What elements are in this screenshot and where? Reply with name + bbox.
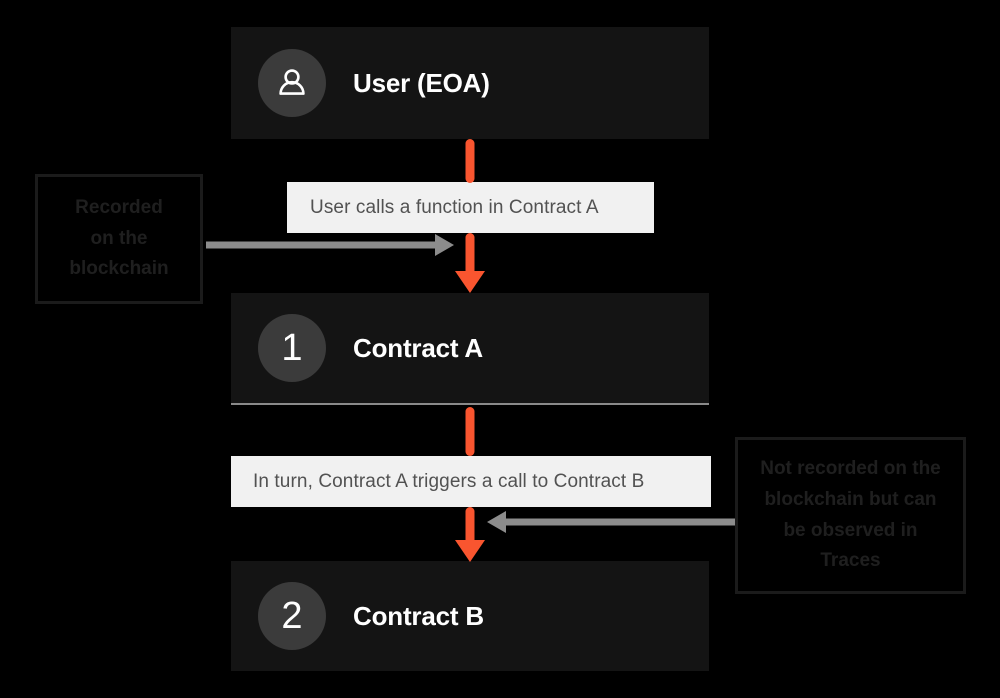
arrow-stem [465, 407, 475, 456]
node-contract-a[interactable]: 1 Contract A [231, 293, 709, 405]
annotation-line: be observed in [783, 519, 918, 541]
arrow-message-2-to-contract-b [455, 507, 485, 562]
node-user-label: User (EOA) [353, 67, 490, 98]
node-contract-b-label: Contract B [353, 600, 484, 631]
node-contract-a-label: Contract A [353, 332, 483, 363]
annotation-not-recorded-observed-in-traces: Not recorded on the blockchain but can b… [735, 437, 966, 594]
annotation-line: Traces [820, 550, 881, 572]
arrow-stem [465, 233, 475, 275]
message-label-user-calls-contract-a: User calls a function in Contract A [287, 182, 654, 233]
annotation-line: Not recorded on the [760, 457, 941, 479]
node-user-eoa[interactable]: User (EOA) [231, 27, 709, 139]
arrow-head-right-icon [435, 234, 454, 256]
step-number-2: 2 [281, 595, 303, 637]
person-icon [258, 49, 326, 117]
node-contract-b[interactable]: 2 Contract B [231, 561, 709, 671]
annotation-line: blockchain but can [764, 488, 937, 510]
annotation-recorded-on-blockchain: Recorded on the blockchain [35, 174, 203, 304]
arrow-stem [465, 139, 475, 183]
step-number-badge-1: 1 [258, 314, 326, 382]
arrow-user-to-message-1 [455, 139, 485, 183]
arrow-stem [206, 241, 436, 249]
step-number-1: 1 [281, 327, 303, 369]
arrow-annotation-left-pointer [206, 234, 454, 256]
annotation-line: blockchain [69, 258, 169, 280]
annotation-line: on the [90, 227, 148, 249]
arrow-stem [465, 507, 475, 545]
message-label-contract-a-calls-contract-b: In turn, Contract A triggers a call to C… [231, 456, 711, 507]
arrow-head-down-icon [455, 540, 485, 562]
arrow-message-1-to-contract-a [455, 233, 485, 293]
annotation-line: Recorded [75, 196, 163, 218]
arrow-contract-a-to-message-2 [455, 407, 485, 456]
arrow-stem [505, 518, 735, 526]
arrow-head-down-icon [455, 271, 485, 293]
step-number-badge-2: 2 [258, 582, 326, 650]
arrow-head-left-icon [487, 511, 506, 533]
arrow-annotation-right-pointer [487, 511, 735, 533]
